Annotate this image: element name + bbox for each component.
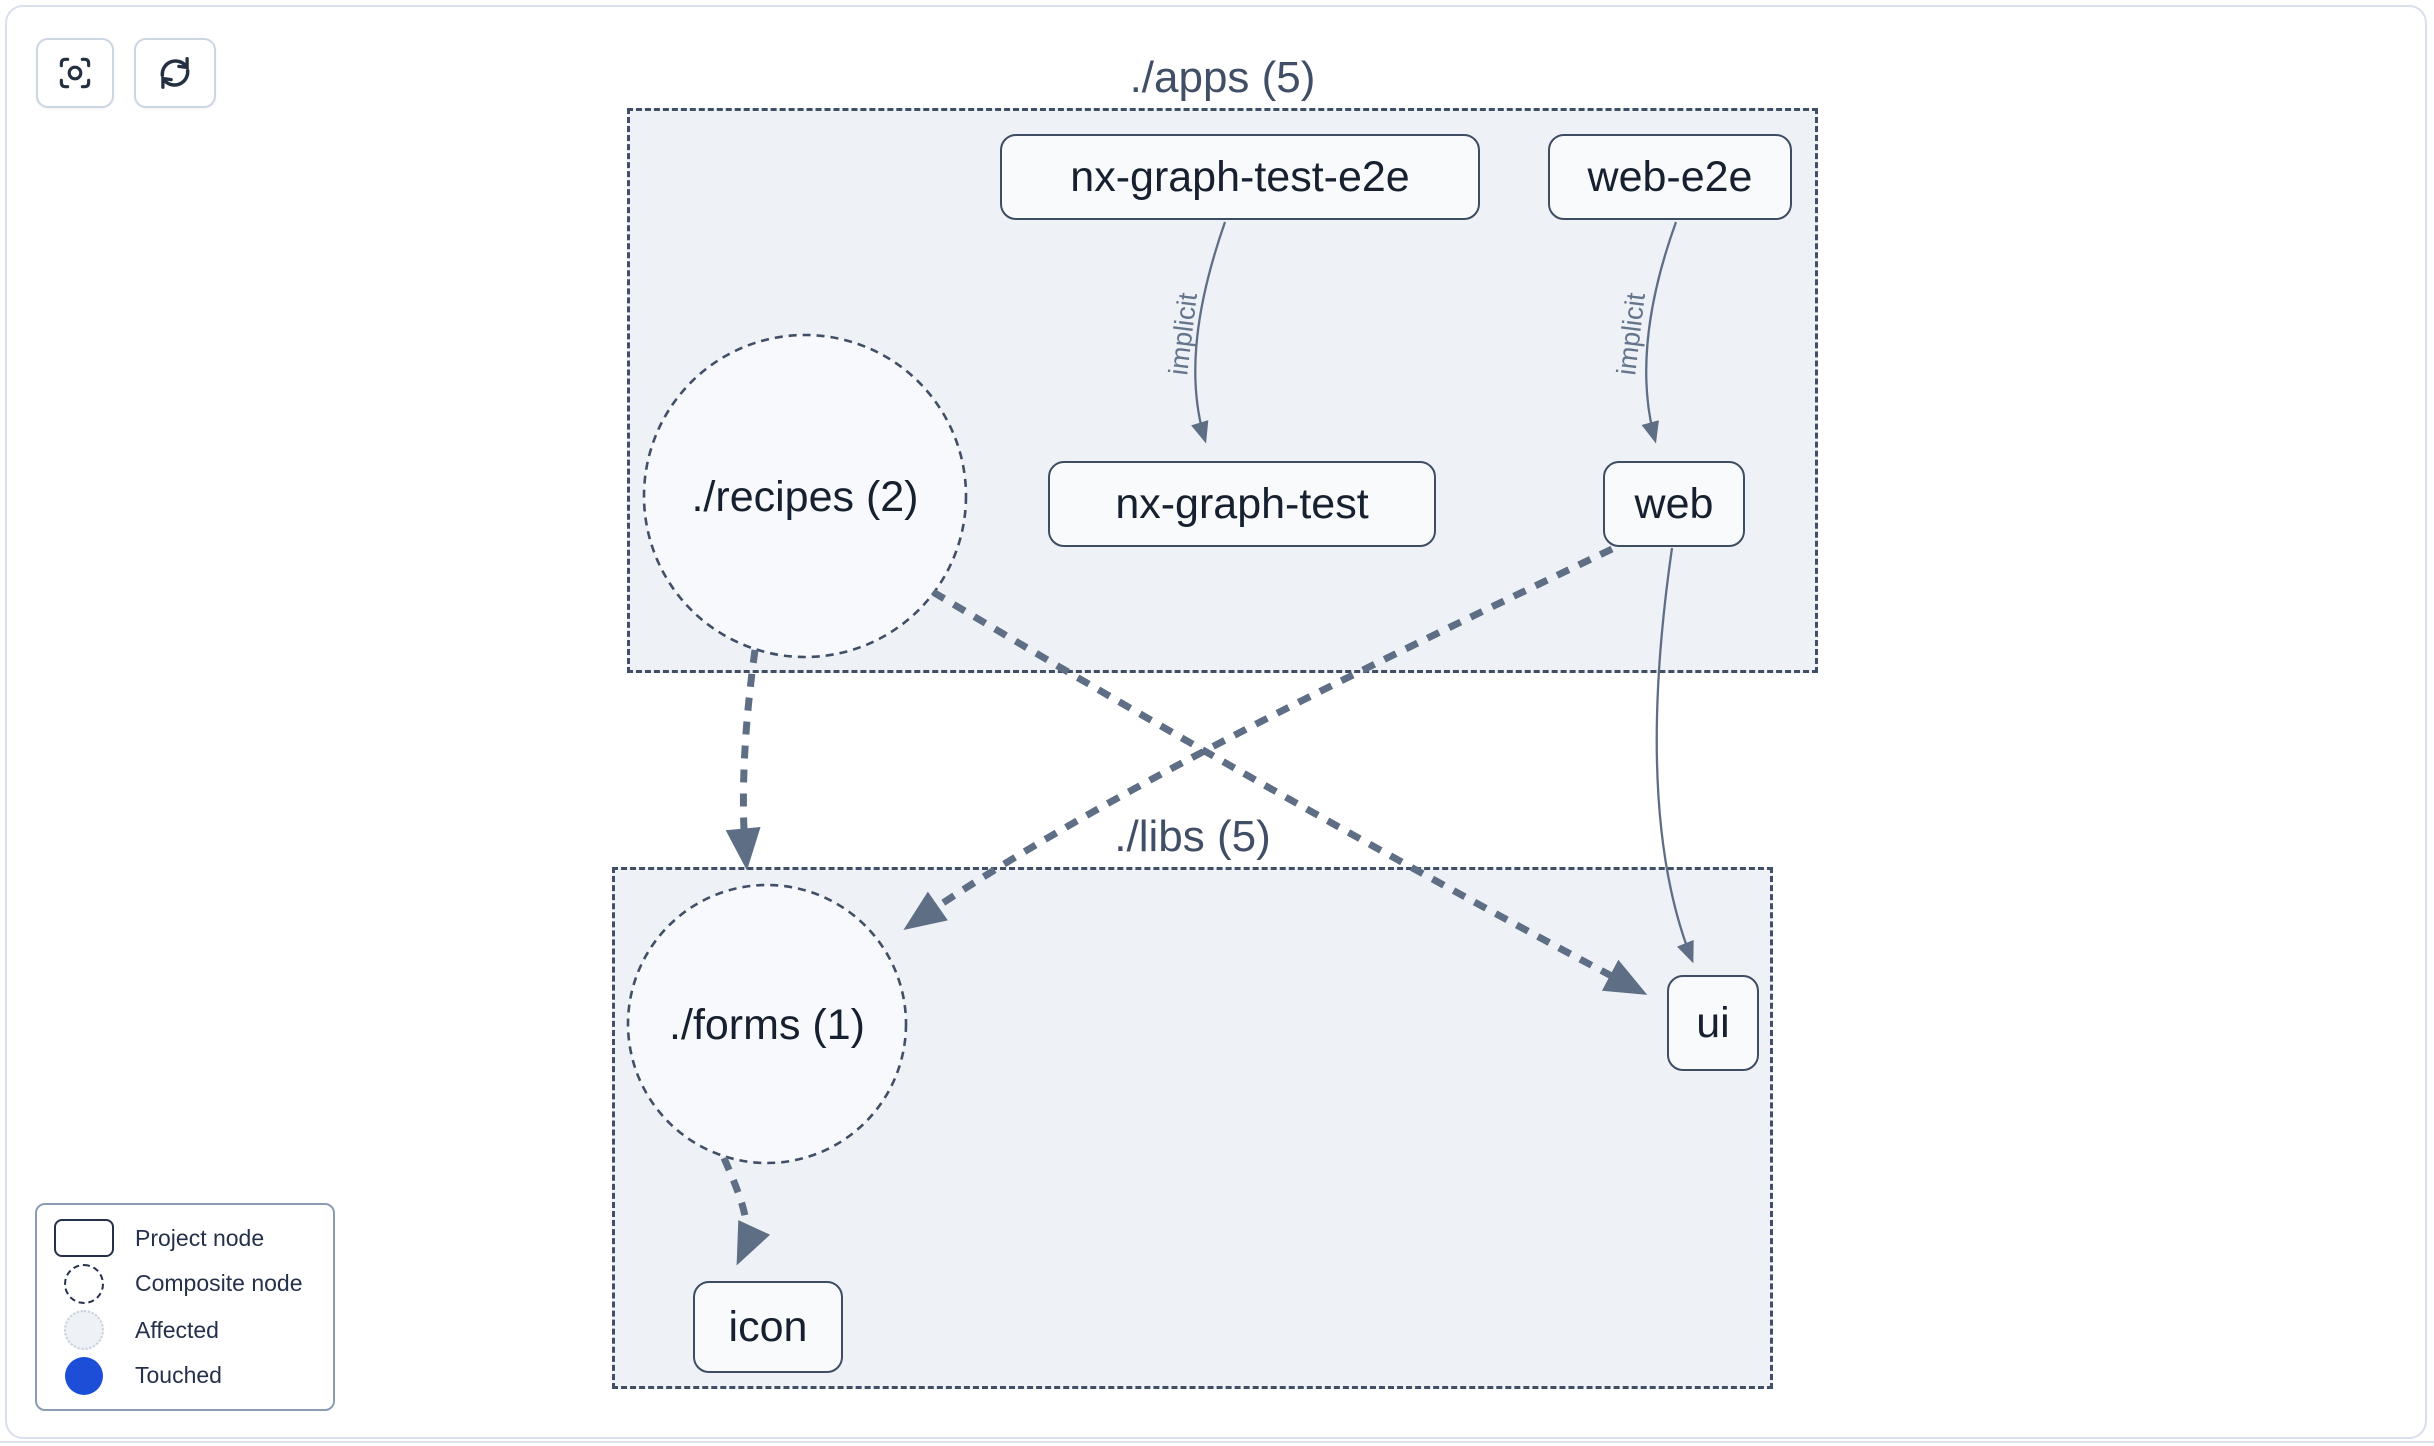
node-web[interactable]: web — [1603, 461, 1745, 547]
center-graph-button[interactable] — [36, 38, 114, 108]
touched-symbol — [51, 1356, 117, 1395]
legend-panel: Project node Composite node Affected Tou… — [35, 1203, 335, 1411]
node-recipes-label: ./recipes (2) — [691, 473, 918, 521]
node-recipes[interactable] — [642, 333, 968, 659]
legend-label: Affected — [135, 1316, 219, 1343]
group-apps-label: ./apps (5) — [1129, 53, 1316, 102]
node-forms[interactable] — [626, 883, 908, 1165]
composite-node-symbol — [51, 1263, 117, 1304]
edge-web-to-forms[interactable] — [903, 545, 1614, 930]
edge-web-e2e-to-web[interactable] — [1641, 221, 1678, 444]
legend-item-composite-node: Composite node — [51, 1263, 319, 1304]
focus-icon — [54, 52, 96, 94]
refresh-icon — [153, 51, 197, 95]
node-nx-graph-test[interactable]: nx-graph-test — [1048, 461, 1436, 547]
edge-forms-to-icon[interactable] — [720, 1156, 771, 1266]
node-web-e2e[interactable]: web-e2e — [1548, 134, 1792, 220]
node-icon[interactable]: icon — [693, 1281, 843, 1373]
legend-item-affected: Affected — [51, 1310, 319, 1351]
affected-symbol — [51, 1310, 117, 1351]
group-libs-label: ./libs (5) — [1114, 812, 1271, 861]
refresh-graph-button[interactable] — [134, 38, 216, 108]
legend-label: Project node — [135, 1224, 265, 1251]
window-bottom-edge — [0, 1441, 2434, 1443]
edge-web-to-ui[interactable] — [1655, 547, 1694, 964]
node-forms-label: ./forms (1) — [669, 1001, 865, 1049]
edge-recipes-to-forms[interactable] — [725, 649, 761, 871]
edge-label-implicit: implicit — [1163, 291, 1203, 377]
legend-item-touched: Touched — [51, 1356, 319, 1395]
node-ui[interactable]: ui — [1667, 975, 1759, 1071]
project-node-symbol — [51, 1219, 117, 1258]
legend-label: Touched — [135, 1362, 222, 1389]
edge-nx-graph-test-e2e-to-nx-graph-test[interactable] — [1191, 221, 1227, 444]
legend-label: Composite node — [135, 1270, 303, 1297]
edge-label-implicit: implicit — [1611, 291, 1651, 377]
node-nx-graph-test-e2e[interactable]: nx-graph-test-e2e — [1000, 134, 1480, 220]
legend-item-project-node: Project node — [51, 1219, 319, 1258]
edge-recipes-to-ui[interactable] — [931, 588, 1648, 995]
